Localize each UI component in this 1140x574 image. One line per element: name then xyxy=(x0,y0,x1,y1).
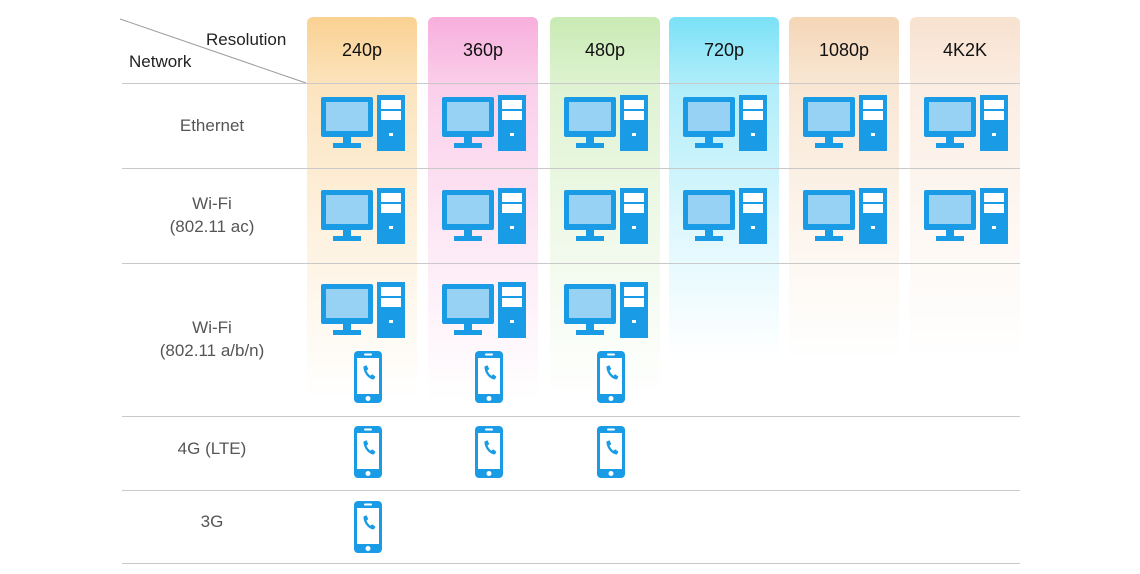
network-row-label: 4G (LTE) xyxy=(122,437,302,460)
pc-icon xyxy=(563,95,649,158)
pc-icon xyxy=(441,95,527,158)
pc-icon xyxy=(563,188,649,251)
resolution-header-1080p: 1080p xyxy=(818,39,870,60)
row-separator xyxy=(122,490,1020,491)
pc-icon xyxy=(682,95,768,158)
network-standard: (802.11 a/b/n) xyxy=(159,341,265,360)
network-standard: (802.11 ac) xyxy=(169,217,255,236)
row-separator xyxy=(122,563,1020,564)
pc-icon xyxy=(441,188,527,251)
pc-icon xyxy=(923,188,1009,251)
network-row-label: Wi-Fi (802.11 a/b/n) xyxy=(122,316,302,362)
pc-icon xyxy=(923,95,1009,158)
resolution-axis-label: Resolution xyxy=(206,30,287,49)
resolution-header-360p: 360p xyxy=(462,39,504,60)
pc-icon xyxy=(441,282,527,345)
smartphone-icon xyxy=(596,350,626,409)
pc-icon xyxy=(682,188,768,251)
pc-icon xyxy=(320,188,406,251)
network-name: Ethernet xyxy=(179,115,245,135)
pc-icon xyxy=(802,188,888,251)
network-row-label: Wi-Fi (802.11 ac) xyxy=(122,192,302,238)
resolution-header-240p: 240p xyxy=(341,39,383,60)
smartphone-icon xyxy=(474,350,504,409)
network-axis-label: Network xyxy=(129,52,192,71)
row-separator xyxy=(122,263,1020,264)
smartphone-icon xyxy=(474,425,504,484)
smartphone-icon xyxy=(353,425,383,484)
resolution-header-480p: 480p xyxy=(584,39,626,60)
row-separator xyxy=(122,168,1020,169)
pc-icon xyxy=(802,95,888,158)
pc-icon xyxy=(563,282,649,345)
smartphone-icon xyxy=(353,500,383,559)
smartphone-icon xyxy=(353,350,383,409)
resolution-header-4k2k: 4K2K xyxy=(942,39,988,60)
resolution-header-720p: 720p xyxy=(703,39,745,60)
row-separator xyxy=(122,416,1020,417)
row-separator xyxy=(122,83,1020,84)
network-name: Wi-Fi xyxy=(192,194,232,213)
network-name: 3G xyxy=(200,511,224,531)
network-name: 4G (LTE) xyxy=(177,438,247,458)
network-name: Wi-Fi xyxy=(192,318,232,337)
pc-icon xyxy=(320,95,406,158)
pc-icon xyxy=(320,282,406,345)
network-row-label: 3G xyxy=(122,510,302,533)
network-row-label: Ethernet xyxy=(122,114,302,137)
smartphone-icon xyxy=(596,425,626,484)
